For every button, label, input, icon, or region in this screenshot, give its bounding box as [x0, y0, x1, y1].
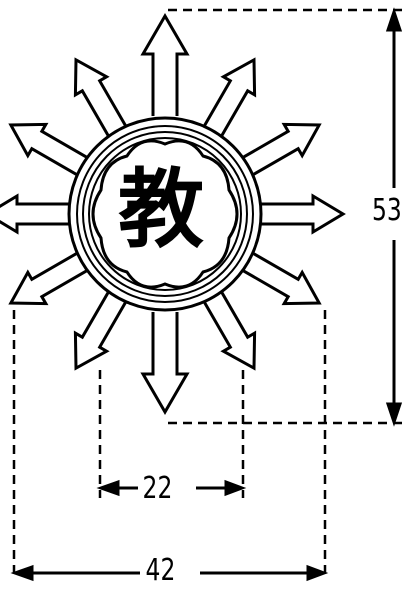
height-dimension-label: 53: [372, 193, 402, 228]
badge-emblem: [0, 14, 345, 414]
dimension-lines: [12, 8, 404, 580]
outer-width-dimension-label: 42: [144, 553, 177, 588]
inner-width-dimension-label: 22: [141, 471, 174, 506]
badge-character: 教: [118, 160, 204, 260]
dimension-arrows: [10, 7, 403, 582]
